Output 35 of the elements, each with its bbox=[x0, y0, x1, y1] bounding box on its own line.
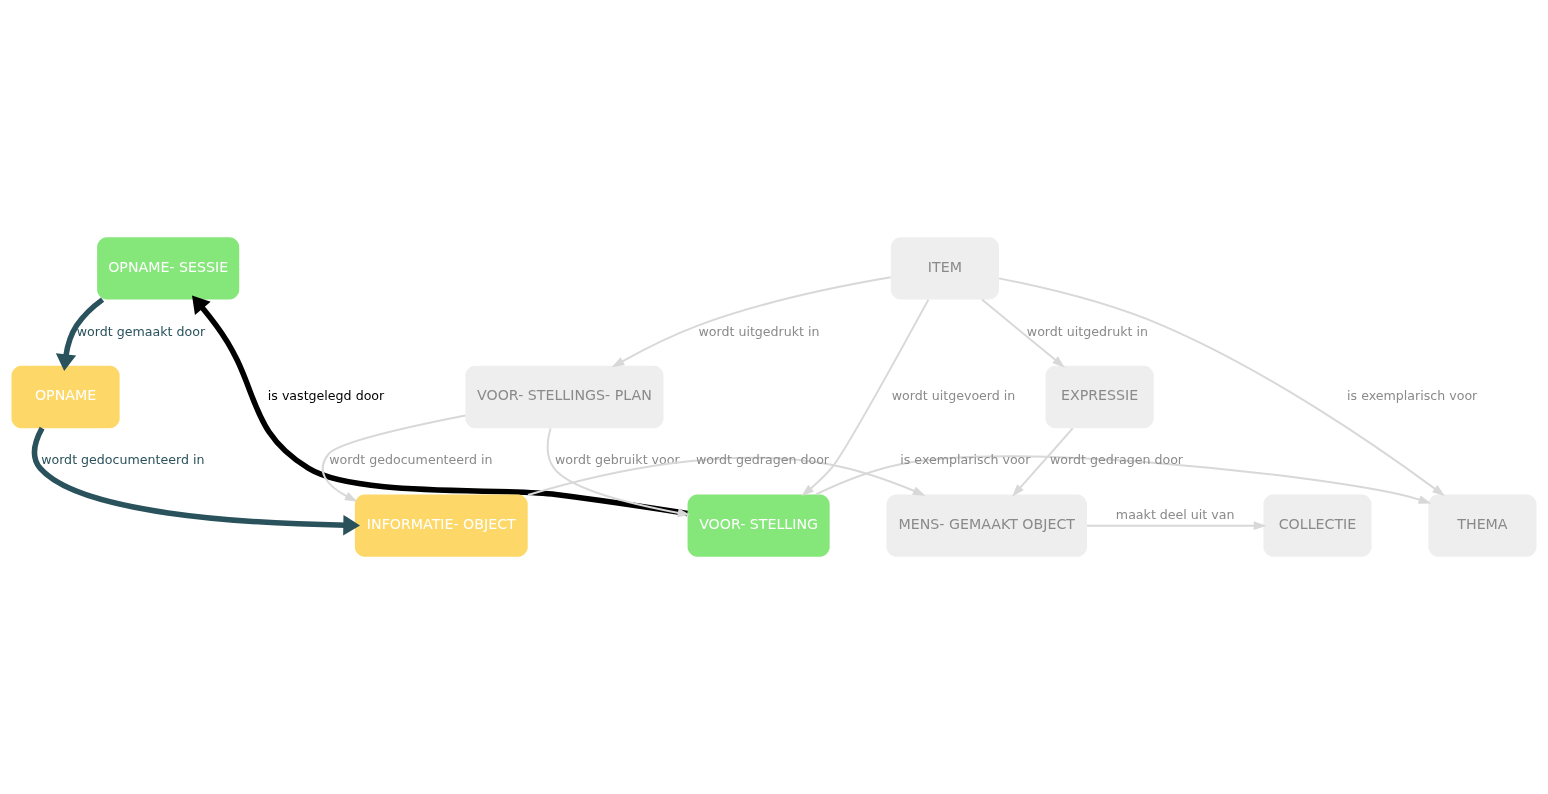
arrow bbox=[801, 298, 930, 497]
edge-label: is exemplarisch voor bbox=[900, 452, 1031, 468]
edge-label: wordt uitgedrukt in bbox=[1026, 323, 1148, 339]
node-box: MENS- GEMAAKT OBJECT bbox=[886, 494, 1087, 557]
arrow bbox=[814, 455, 1432, 504]
arrow bbox=[1012, 427, 1074, 497]
arrow bbox=[527, 456, 926, 496]
edge-label: wordt gemaakt door bbox=[76, 323, 206, 339]
edge-label: maakt deel uit van bbox=[1115, 507, 1235, 523]
node-box: INFORMATIE- OBJECT bbox=[354, 494, 528, 557]
arrow bbox=[31, 426, 361, 536]
node-box: OPNAME- SESSIE bbox=[97, 237, 240, 300]
node-box: THEMA bbox=[1428, 494, 1537, 557]
edge-label: is vastgelegd door bbox=[267, 388, 385, 403]
edge-label: is exemplarisch voor bbox=[1347, 388, 1478, 403]
node-box: ITEM bbox=[890, 237, 999, 300]
node-box: VOOR- STELLINGS- PLAN bbox=[465, 365, 664, 429]
edge-label: wordt gedocumenteerd in bbox=[41, 452, 205, 468]
arrow bbox=[55, 297, 105, 371]
arrow bbox=[1086, 521, 1267, 531]
node-box: COLLECTIE bbox=[1263, 494, 1372, 557]
node-box: OPNAME bbox=[11, 365, 120, 429]
edge-label: wordt uitgedrukt in bbox=[698, 323, 820, 339]
node-box: VOOR- STELLING bbox=[687, 494, 830, 557]
edge-label: wordt gedragen door bbox=[1050, 452, 1184, 468]
arrow bbox=[546, 427, 691, 518]
arrow bbox=[321, 414, 467, 502]
edge-label: wordt gedocumenteerd in bbox=[329, 452, 493, 468]
edge-label: wordt uitgevoerd in bbox=[891, 388, 1016, 403]
arrow bbox=[611, 276, 892, 368]
arrow bbox=[192, 295, 688, 517]
node-box: EXPRESSIE bbox=[1045, 365, 1154, 429]
arrow bbox=[980, 298, 1065, 368]
arrow bbox=[998, 277, 1445, 497]
edge-label: wordt gedragen door bbox=[696, 452, 830, 468]
